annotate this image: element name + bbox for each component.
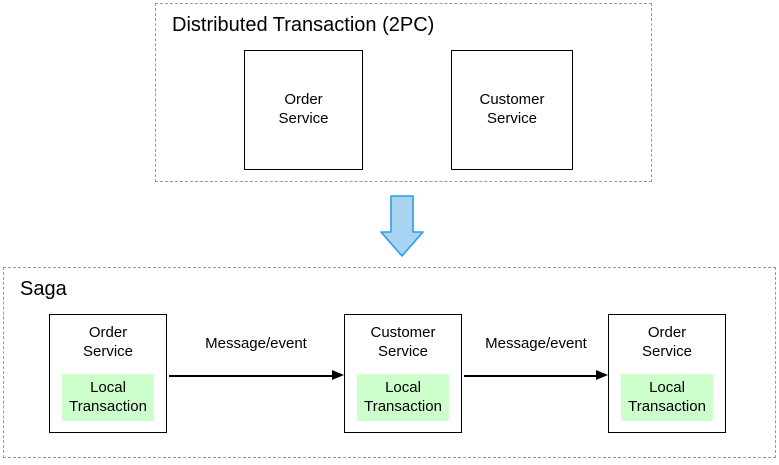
message-event-label-1: Message/event (205, 335, 307, 352)
saga-group: Saga Order Service Local Transaction Mes… (3, 267, 776, 458)
saga-order-service-box-1: Order Service Local Transaction (49, 314, 167, 433)
saga-order-service-box-2: Order Service Local Transaction (608, 314, 726, 433)
distributed-transaction-title: Distributed Transaction (2PC) (172, 14, 435, 36)
message-event-arrowhead-1 (332, 370, 344, 380)
local-transaction-box-1: Local Transaction (62, 374, 154, 421)
saga-title: Saga (20, 278, 67, 300)
customer-service-label: Customer Service (479, 91, 545, 127)
local-transaction-box-3: Local Transaction (621, 374, 713, 421)
message-event-arrow-line-1 (169, 375, 333, 377)
saga-order-service-label-2: Order Service (641, 324, 693, 360)
order-service-box: Order Service (244, 50, 363, 170)
message-event-arrowhead-2 (596, 370, 608, 380)
saga-customer-service-box: Customer Service Local Transaction (344, 314, 462, 433)
saga-order-service-label-1: Order Service (82, 324, 134, 360)
order-service-label: Order Service (278, 91, 329, 127)
message-event-label-2: Message/event (485, 335, 587, 352)
down-arrow-shape (380, 195, 424, 257)
local-transaction-box-2: Local Transaction (357, 374, 449, 421)
down-arrow-icon (380, 195, 424, 257)
saga-customer-service-label: Customer Service (370, 324, 436, 360)
message-event-arrow-line-2 (464, 375, 597, 377)
customer-service-box: Customer Service (451, 50, 573, 170)
distributed-transaction-group: Distributed Transaction (2PC) Order Serv… (155, 3, 652, 182)
